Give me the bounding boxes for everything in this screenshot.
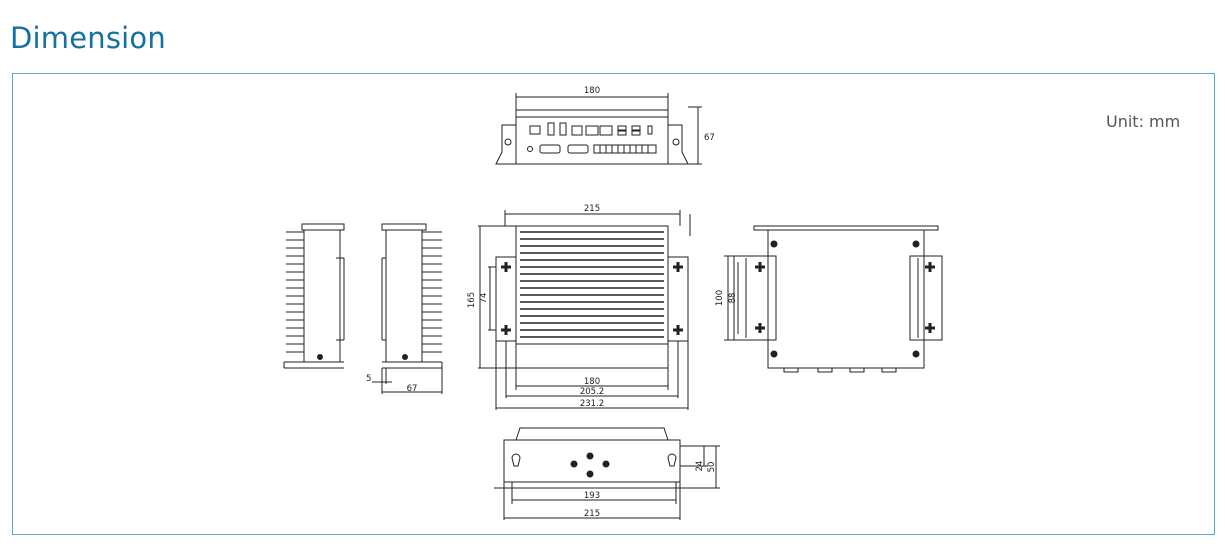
dimension-drawing-frame [12,73,1215,535]
dim-rear-h2: 50 [707,462,717,473]
side-view-right-fins [422,231,442,353]
dim-top-bottom-1: 180 [584,377,600,387]
dim-top-inner-height: 74 [479,293,489,304]
rear-view [494,427,720,520]
dim-side-depth: 67 [407,384,418,394]
dim-front-height: 67 [704,133,715,143]
dim-bottom-inner-height: 88 [728,293,738,304]
dim-top-width: 215 [584,204,600,214]
bottom-view [724,225,943,373]
dim-rear-width: 215 [584,509,600,519]
dim-front-width: 180 [584,86,600,96]
dim-top-height: 165 [467,292,477,308]
dim-bottom-height: 100 [715,290,725,306]
side-view-left-fins [286,231,304,353]
dim-side-offset: 5 [366,374,371,384]
top-view [478,210,691,410]
side-view-right [372,223,443,394]
top-view-fins [520,231,664,338]
dim-top-bottom-2: 205.2 [580,387,604,397]
page-title: Dimension [10,21,166,55]
dim-rear-h1: 24 [695,461,705,472]
front-view [495,93,702,165]
dim-rear-inner-width: 193 [584,491,600,501]
dim-top-bottom-3: 231.2 [580,399,604,409]
unit-note: Unit: mm [1106,112,1181,131]
